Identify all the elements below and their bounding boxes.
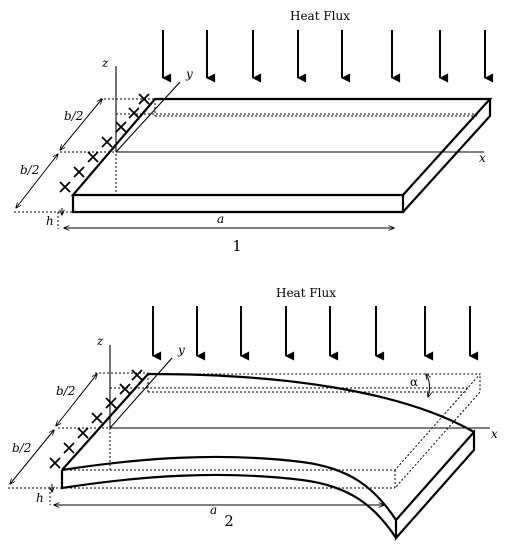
clamped-edge [61,373,149,471]
dim-b-half-top: b/2 [64,109,83,123]
bend-angle-label: α [410,375,418,389]
x-axis-label: x [491,427,498,441]
clamp-cross [115,121,127,133]
clamp-cross [128,107,140,119]
deformed-top-edge-back [147,372,475,433]
y-axis-label: y [185,67,193,81]
y-axis [109,357,173,429]
heat-flux-label: Heat Flux [276,286,336,300]
dimension-b [16,99,155,208]
dim-b-half-bottom: b/2 [12,441,31,455]
dimension-b [10,374,97,484]
z-axis-label: z [96,334,104,348]
panel-2-bent-plate: Heat Flux [8,286,498,541]
dim-b-half-top: b/2 [56,384,75,398]
heat-flux-arrows [152,306,479,361]
x-axis-label: x [479,151,486,165]
plate [70,97,493,214]
figure-number-2: 2 [224,512,234,530]
clamp-cross [101,136,113,148]
dim-a: a [210,503,217,517]
deformed-end-edge [394,429,476,541]
plate-side-face [402,99,492,213]
heat-flux-label: Heat Flux [290,9,350,23]
plate-front-face [71,195,405,214]
z-axis-label: z [101,56,109,70]
clamp-cross [73,166,85,178]
clamp-cross [91,412,103,424]
plate-hidden-lines [14,99,478,229]
bend-angle-indicator [426,374,430,397]
clamp-cross [77,427,89,439]
dim-a: a [217,212,224,226]
y-axis [115,81,181,153]
heat-flux-arrows [162,30,494,83]
deformed-top-edge-front [61,455,397,521]
clamp-cross [49,457,61,469]
clamp-cross [63,442,75,454]
clamp-cross [87,151,99,163]
axes [109,345,490,429]
clamp-cross [131,369,143,381]
axes [115,66,484,153]
dim-h: h [36,491,44,505]
clamp-cross [119,383,131,395]
clamp-cross [105,397,117,409]
clamp-cross [59,181,71,193]
figure-number-1: 1 [232,237,242,255]
panel-1-flat-plate: Heat Flux [14,9,494,255]
deformed-plate [60,372,476,541]
dim-b-half-bottom: b/2 [20,163,39,177]
dim-h: h [46,214,54,228]
y-axis-label: y [177,343,185,357]
